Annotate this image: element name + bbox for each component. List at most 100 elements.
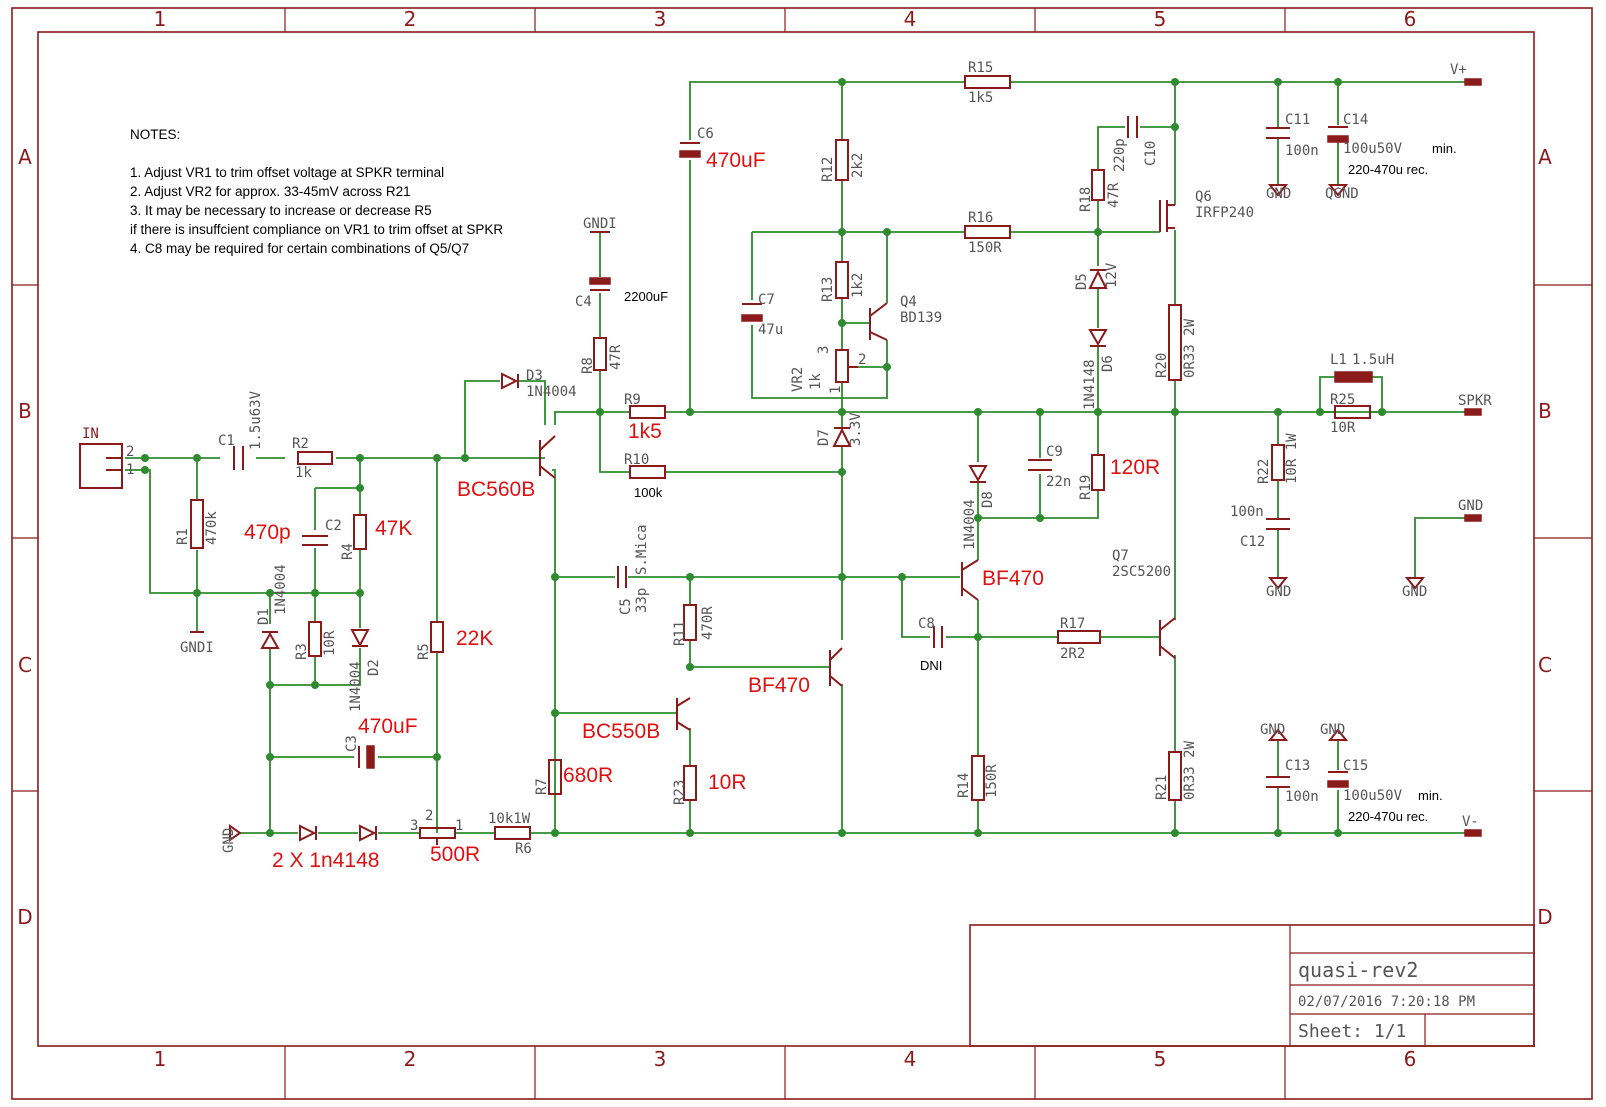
label-r20-value: 0R33 2W <box>1182 318 1198 378</box>
note-3: 3. It may be necessary to increase or de… <box>130 203 432 218</box>
label-r2-value: 1k <box>295 465 312 481</box>
row-b-left: B <box>18 399 32 423</box>
label-vr1-pin2: 2 <box>425 808 433 824</box>
label-r6-value: 10k1W <box>488 811 531 827</box>
annot-c6: 470uF <box>706 149 766 172</box>
label-c10: C10 <box>1143 141 1159 166</box>
col-2-top: 2 <box>404 7 417 31</box>
label-r1-value: 470k <box>204 511 220 545</box>
label-vr1-pin3: 3 <box>410 818 418 834</box>
label-c9-value: 22n <box>1046 474 1071 490</box>
col-6-bottom: 6 <box>1404 1047 1417 1071</box>
row-d-left: D <box>17 905 32 929</box>
row-c-left: C <box>18 653 32 677</box>
label-r10: R10 <box>624 452 649 468</box>
row-b-right: B <box>1538 399 1552 423</box>
label-r19: R19 <box>1078 475 1094 500</box>
label-c5: C5 <box>618 598 634 615</box>
label-d8-value: 1N4004 <box>962 499 978 550</box>
label-c5-mica: S.Mica <box>634 524 650 575</box>
note-r10: 100k <box>634 485 663 500</box>
label-c13: C13 <box>1285 758 1310 774</box>
label-c7: C7 <box>758 292 775 308</box>
label-l1: L1 <box>1330 352 1347 368</box>
row-c-right: C <box>1538 653 1552 677</box>
annot-c3: 470uF <box>358 715 418 738</box>
label-vr2: VR2 <box>790 367 806 392</box>
label-c15: C15 <box>1343 758 1368 774</box>
col-3-top: 3 <box>654 7 667 31</box>
annot-bf470-a: BF470 <box>748 674 810 697</box>
note-3-cont: if there is insuffcient compliance on VR… <box>130 222 503 237</box>
title-block: quasi-rev2 02/07/2016 7:20:18 PM Sheet: … <box>969 924 1535 1047</box>
notes-block: NOTES: 1. Adjust VR1 to trim offset volt… <box>130 127 503 256</box>
label-vminus: V- <box>1462 814 1479 830</box>
label-r17: R17 <box>1060 616 1085 632</box>
annot-vr1: 500R <box>430 843 480 866</box>
annot-bf470-b: BF470 <box>982 567 1044 590</box>
label-qgnd: QGND <box>1325 186 1359 202</box>
col-4-top: 4 <box>904 7 917 31</box>
col-1-top: 1 <box>154 7 167 31</box>
annot-r23: 10R <box>708 771 747 794</box>
label-d7: D7 <box>816 429 832 446</box>
label-q6-value: IRFP240 <box>1195 205 1254 221</box>
title-sheet: Sheet: 1/1 <box>1298 1021 1406 1042</box>
note-c15-min: min. <box>1418 788 1443 803</box>
label-q7: Q7 <box>1112 548 1129 564</box>
note-c15-rec: 220-470u rec. <box>1348 809 1428 824</box>
label-r9: R9 <box>624 392 641 408</box>
label-r11: R11 <box>672 621 688 646</box>
label-r3-value: 10R <box>322 630 338 656</box>
label-c4: C4 <box>575 294 592 310</box>
label-r6: R6 <box>515 841 532 857</box>
label-r13-value: 1k2 <box>850 273 866 298</box>
label-gnd-right-2: GND <box>1402 584 1427 600</box>
red-annotations: 470p 47K 22K 470uF BC560B 470uF 1k5 BC55… <box>244 149 1160 872</box>
component-labels: IN 2 1 C1 1.5u63V R2 1k R1 470k C2 R4 D1… <box>82 60 1492 857</box>
label-gndi-top: GNDI <box>583 216 617 232</box>
note-c14-min: min. <box>1432 141 1457 156</box>
label-l1-value: 1.5uH <box>1352 352 1394 368</box>
label-d6-value: 1N4148 <box>1082 359 1098 410</box>
label-d3: D3 <box>526 368 543 384</box>
label-r14: R14 <box>956 773 972 798</box>
label-r1: R1 <box>175 528 191 545</box>
label-q4: Q4 <box>900 294 917 310</box>
label-c14-value: 100u50V <box>1343 141 1403 157</box>
label-d2: D2 <box>366 659 382 676</box>
annot-diodes: 2 X 1n4148 <box>272 849 379 872</box>
col-5-bottom: 5 <box>1154 1047 1167 1071</box>
label-c9: C9 <box>1046 444 1063 460</box>
label-r13: R13 <box>820 277 836 302</box>
label-r12: R12 <box>820 157 836 182</box>
row-d-right: D <box>1537 905 1552 929</box>
label-c11-value: 100n <box>1285 143 1319 159</box>
annot-r9: 1k5 <box>628 420 662 443</box>
label-r22: R22 <box>1256 459 1272 484</box>
junctions <box>141 78 1386 837</box>
label-c14: C14 <box>1343 112 1368 128</box>
col-1-bottom: 1 <box>154 1047 167 1071</box>
label-in: IN <box>82 426 99 442</box>
annot-r5: 22K <box>456 627 493 650</box>
label-gnd-c15: GND <box>1320 722 1345 738</box>
label-q6: Q6 <box>1195 189 1212 205</box>
label-r8: R8 <box>580 357 596 374</box>
row-a-right: A <box>1538 145 1552 169</box>
label-c12: C12 <box>1240 534 1265 550</box>
row-a-left: A <box>18 145 32 169</box>
wires <box>125 81 1480 834</box>
label-d5-value: 12V <box>1104 262 1120 288</box>
label-r12-value: 2k2 <box>850 153 866 178</box>
label-gnd-left: GND <box>221 828 237 853</box>
row-labels: A B C D A B C D <box>17 145 1552 929</box>
label-c15-value: 100u50V <box>1343 788 1403 804</box>
label-d1-value: 1N4004 <box>273 564 289 615</box>
label-d3-value: 1N4004 <box>526 384 577 400</box>
note-c4: 2200uF <box>624 289 668 304</box>
label-r22-value: 10R 1W <box>1284 433 1300 484</box>
note-4: 4. C8 may be required for certain combin… <box>130 241 469 256</box>
col-4-bottom: 4 <box>904 1047 917 1071</box>
